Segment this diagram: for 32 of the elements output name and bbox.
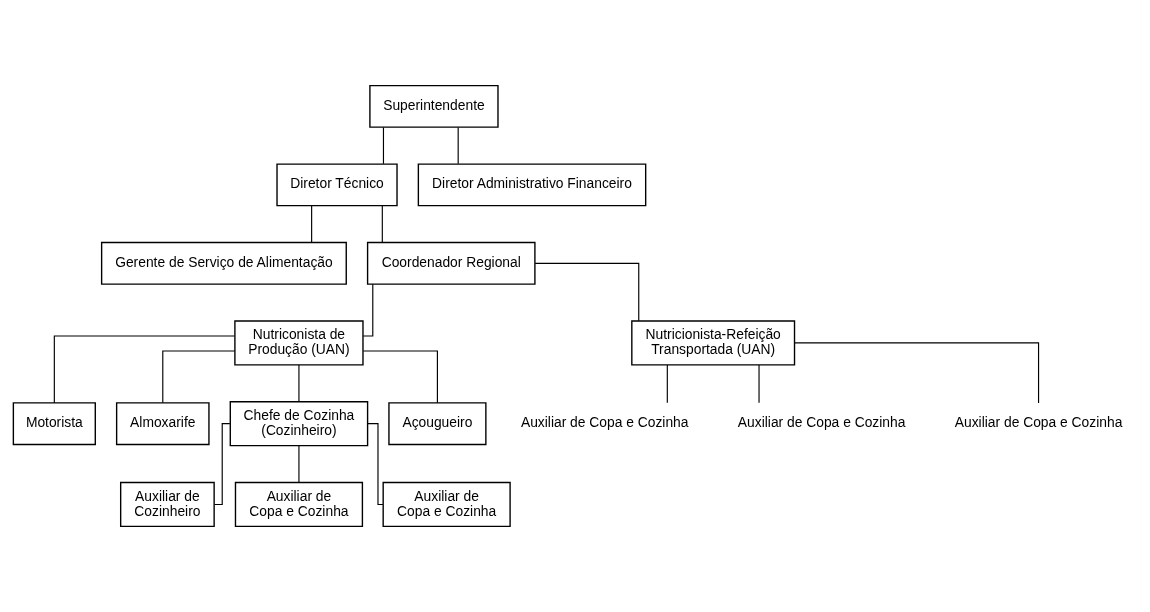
node-box: Superintendente [369,84,499,128]
connector [162,350,236,404]
connector [382,126,385,165]
connector [666,364,668,404]
connector [362,350,438,404]
node-box: Coordenador Regional [366,241,536,285]
node-box: Diretor Administrativo Financeiro [417,163,647,207]
connector [362,283,374,337]
node-box: Motorista [12,402,96,446]
node-box: Chefe de Cozinha (Cozinheiro) [229,401,369,447]
node-box: Almoxarife [115,402,210,446]
node-box: Açougueiro [388,402,487,446]
connector [794,342,1040,404]
connector [457,126,459,165]
connector [53,335,236,404]
node-text: Auxiliar de Copa e Cozinha [520,414,689,431]
connector [214,423,231,506]
connector [298,364,300,403]
node-text: Auxiliar de Copa e Cozinha [737,414,906,431]
node-box: Gerente de Serviço de Alimentação [100,241,347,285]
connector [311,205,313,243]
node-box: Nutricionista-Refeição Transportada (UAN) [631,320,796,366]
connector [534,262,640,322]
node-box: Nutriconista de Produção (UAN) [234,320,364,366]
node-box: Auxiliar de Cozinheiro [120,481,215,528]
node-text: Auxiliar de Copa e Cozinha [954,414,1123,431]
connector [758,364,760,404]
node-box: Auxiliar de Copa e Cozinha [382,481,511,528]
connector [298,445,300,483]
connector [381,205,383,243]
node-box: Diretor Técnico [276,163,398,207]
node-box: Auxiliar de Copa e Cozinha [234,481,364,528]
